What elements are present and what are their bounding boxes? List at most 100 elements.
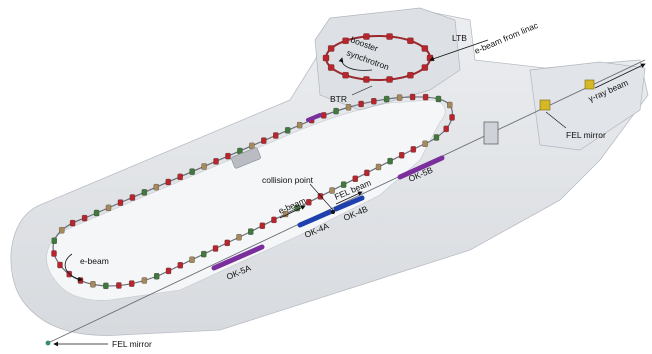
booster-magnet: [421, 64, 429, 71]
ring-magnet: [129, 280, 135, 287]
ring-magnet: [358, 100, 364, 108]
ring-magnet: [422, 140, 428, 147]
undulator-upper: [306, 113, 322, 122]
ring-magnet: [333, 107, 339, 115]
ring-magnet: [409, 93, 416, 101]
ring-magnet: [321, 112, 327, 119]
ring-magnet: [306, 199, 312, 206]
ring-magnet: [449, 114, 455, 121]
ring-magnet: [81, 214, 88, 222]
ring-magnet: [317, 193, 324, 200]
ring-magnet: [51, 250, 57, 257]
booster-magnet: [386, 33, 393, 40]
ring-magnet: [399, 152, 405, 159]
ring-magnet: [447, 101, 453, 109]
optics-yellow-2: [584, 79, 595, 90]
undulator-ok5b: [397, 155, 445, 180]
label-fel-mirror-bottom: FEL mirror: [112, 339, 152, 349]
rf-cavity: [231, 147, 261, 169]
undulator-ok4b: [333, 195, 365, 212]
booster-magnet: [327, 45, 335, 52]
ring-magnet: [375, 163, 382, 171]
ring-magnet: [435, 95, 442, 103]
ring-magnet: [443, 125, 449, 133]
shielding-walls: [10, 7, 649, 336]
ring-magnet: [77, 277, 84, 284]
ring-magnet: [297, 122, 303, 129]
ring-magnet: [329, 187, 335, 194]
ring-magnet: [129, 194, 136, 201]
ring-magnet: [59, 227, 65, 234]
label-collision-point: collision point: [262, 175, 314, 185]
undulator-ok5a: [211, 244, 265, 271]
label-ebeam-linac: e-beam from linac: [473, 20, 540, 56]
ring-magnet: [249, 142, 255, 149]
ring-magnet: [154, 273, 160, 280]
booster-magnet: [407, 37, 414, 44]
booster-magnet: [322, 54, 330, 62]
ring-magnet: [433, 134, 440, 141]
fel-beam-arrow: [335, 191, 363, 205]
ring-magnet: [153, 184, 159, 191]
ring-magnet: [236, 234, 242, 241]
ring-magnet: [117, 199, 124, 206]
ring-magnet: [340, 181, 347, 188]
optics-yellow: [539, 99, 551, 111]
gamma-hutch: [529, 61, 646, 151]
collision-point-marker: [331, 210, 335, 214]
ring-magnet: [201, 163, 207, 170]
ring-magnet: [345, 104, 352, 111]
ring-magnet: [90, 281, 96, 288]
ring-magnet: [105, 204, 112, 211]
ring-magnet: [141, 277, 148, 284]
gamma-arrow: [594, 63, 646, 89]
booster-room: [314, 7, 461, 111]
ebeam-center-arrow: [279, 205, 306, 219]
ring-magnet: [189, 256, 195, 263]
ring-magnet: [93, 209, 100, 217]
equipment: [45, 79, 595, 346]
ring-magnet: [384, 95, 390, 103]
ring-magnets: [51, 93, 455, 289]
ring-magnet: [165, 178, 171, 186]
ring-magnet: [410, 146, 416, 153]
ring-magnet: [396, 94, 403, 101]
ring-magnet: [261, 137, 267, 144]
mirror-chamber: [483, 121, 499, 145]
collision-leader: [309, 183, 334, 211]
fel-mirror-right-leader: [545, 111, 567, 129]
ring-magnet: [212, 245, 219, 252]
booster-magnet: [342, 72, 349, 79]
ring-magnet: [177, 173, 183, 180]
booster-magnet: [363, 33, 370, 40]
ring-magnet: [69, 219, 76, 227]
label-ltb: LTB: [452, 33, 467, 43]
ring-magnet: [213, 158, 219, 165]
booster-magnet: [342, 37, 349, 44]
ring-magnet: [165, 267, 172, 275]
annotations: [53, 39, 646, 347]
ring-magnet: [141, 189, 148, 196]
ring-magnet: [103, 282, 109, 289]
booster-magnet: [407, 72, 414, 79]
label-btr: BTR: [330, 94, 347, 104]
ring-magnet: [364, 169, 370, 177]
booster-direction-arrow: [338, 57, 373, 71]
fel-mirror-bottom-optic: [45, 340, 51, 346]
undulator-ok4a: [297, 209, 333, 228]
ring-magnet: [177, 262, 183, 269]
ring-magnet: [57, 261, 63, 269]
btr-leader: [351, 85, 373, 96]
ring-magnet: [271, 216, 277, 224]
booster-magnet: [363, 76, 370, 83]
ring-magnet: [371, 98, 377, 105]
booster-magnet: [426, 54, 434, 62]
ebeam-left-arrow: [64, 253, 83, 282]
booster-magnet: [421, 45, 429, 52]
inner-area: [46, 99, 446, 301]
ring-magnet: [201, 250, 207, 258]
ring-magnet: [422, 94, 429, 101]
ring-magnet: [248, 228, 254, 235]
ring-magnet: [225, 153, 231, 160]
